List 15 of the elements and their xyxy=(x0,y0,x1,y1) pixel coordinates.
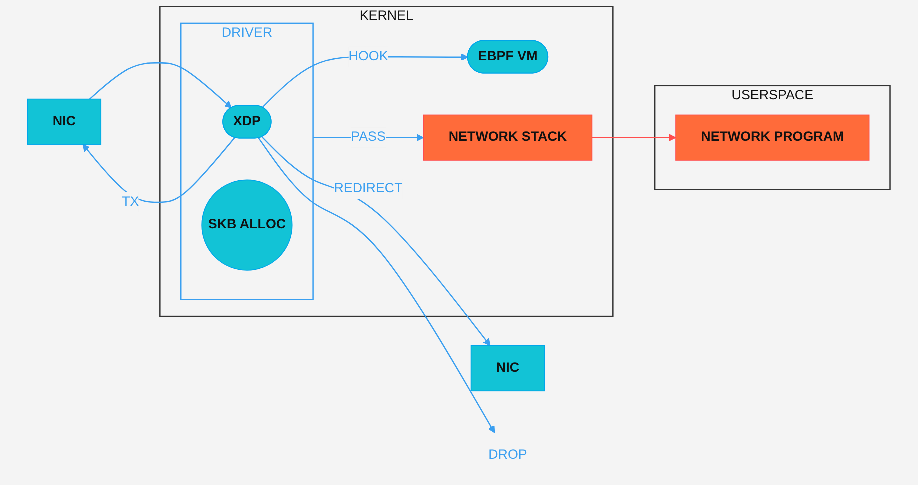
edge-label: TX xyxy=(122,194,140,210)
node-text: DROP xyxy=(488,448,528,462)
edge-label: PASS xyxy=(351,130,386,145)
arrow xyxy=(262,136,491,346)
arrow xyxy=(82,138,236,204)
arrow xyxy=(89,62,232,108)
arrow xyxy=(592,134,676,142)
node-circle: SKB ALLOC xyxy=(202,180,293,271)
edge-label: REDIRECT xyxy=(334,182,403,196)
arrow xyxy=(258,138,496,434)
node-box: NETWORK STACK xyxy=(423,114,593,161)
edge-label: HOOK xyxy=(348,49,388,64)
node-box: NETWORK PROGRAM xyxy=(676,114,870,161)
node-box: NIC xyxy=(470,345,546,392)
node-box: NIC xyxy=(27,98,102,145)
